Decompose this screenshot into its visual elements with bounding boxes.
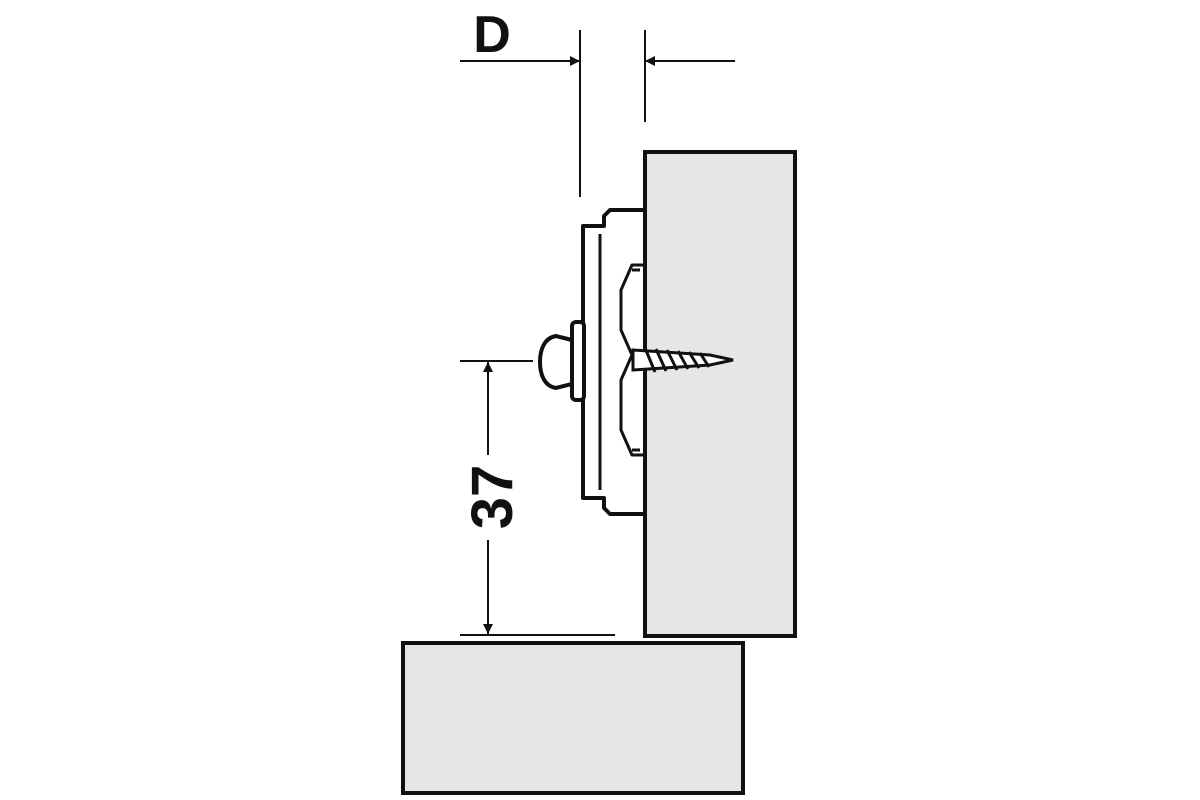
depth-dimension-label: D <box>473 6 511 64</box>
height-dimension-label: 37 <box>460 465 525 530</box>
height-dimension <box>460 360 615 636</box>
mounting-plate <box>581 208 647 516</box>
depth-dimension <box>460 30 735 197</box>
base-panel <box>401 641 745 795</box>
wood-screw <box>631 347 734 373</box>
adjustment-screw <box>537 320 586 402</box>
upright-panel <box>643 150 797 638</box>
